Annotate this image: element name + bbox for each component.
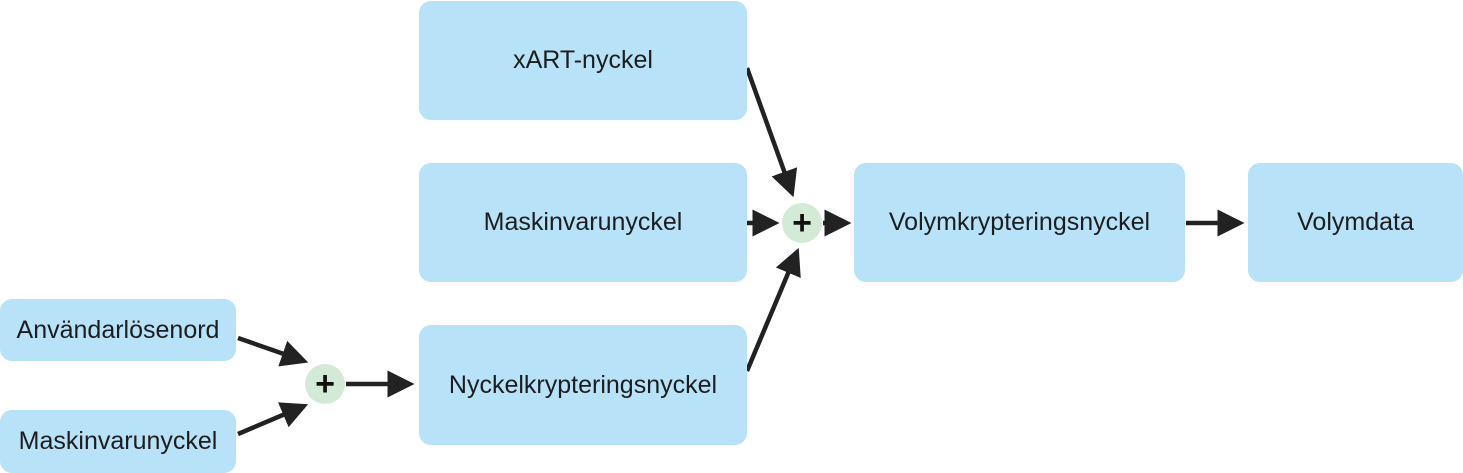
plus-icon-bottom-combine: + [305,364,345,404]
hardware-key-bottom-node: Maskinvarunyckel [0,410,236,473]
volume-data-node: Volymdata [1248,163,1463,282]
plus-bottom-symbol: + [315,365,335,403]
plus-icon-top-combine: + [782,203,822,243]
arrow-hardware-key-to-combine [237,402,309,437]
arrow-user-password-to-combine [237,335,309,367]
user-password-node: Användarlösenord [0,299,236,361]
hardware-key-top-label: Maskinvarunyckel [483,208,683,236]
arrow-xart-key-to-combine [744,67,798,198]
volume-data-label: Volymdata [1297,208,1414,236]
xart-key-label: xART-nyckel [513,46,653,74]
xart-key-node: xART-nyckel [419,1,747,120]
volume-encryption-key-node: Volymkrypteringsnyckel [854,163,1185,282]
hardware-key-bottom-label: Maskinvarunyckel [18,427,218,455]
plus-top-symbol: + [792,204,812,242]
user-password-label: Användarlösenord [16,315,220,344]
arrow-key-encryption-key-to-combine [744,247,801,372]
hardware-key-top-node: Maskinvarunyckel [419,163,747,282]
key-encryption-key-label: Nyckelkrypteringsnyckel [448,370,718,399]
volume-encryption-key-label: Volymkrypteringsnyckel [888,208,1151,236]
key-encryption-key-node: Nyckelkrypteringsnyckel [419,325,747,445]
